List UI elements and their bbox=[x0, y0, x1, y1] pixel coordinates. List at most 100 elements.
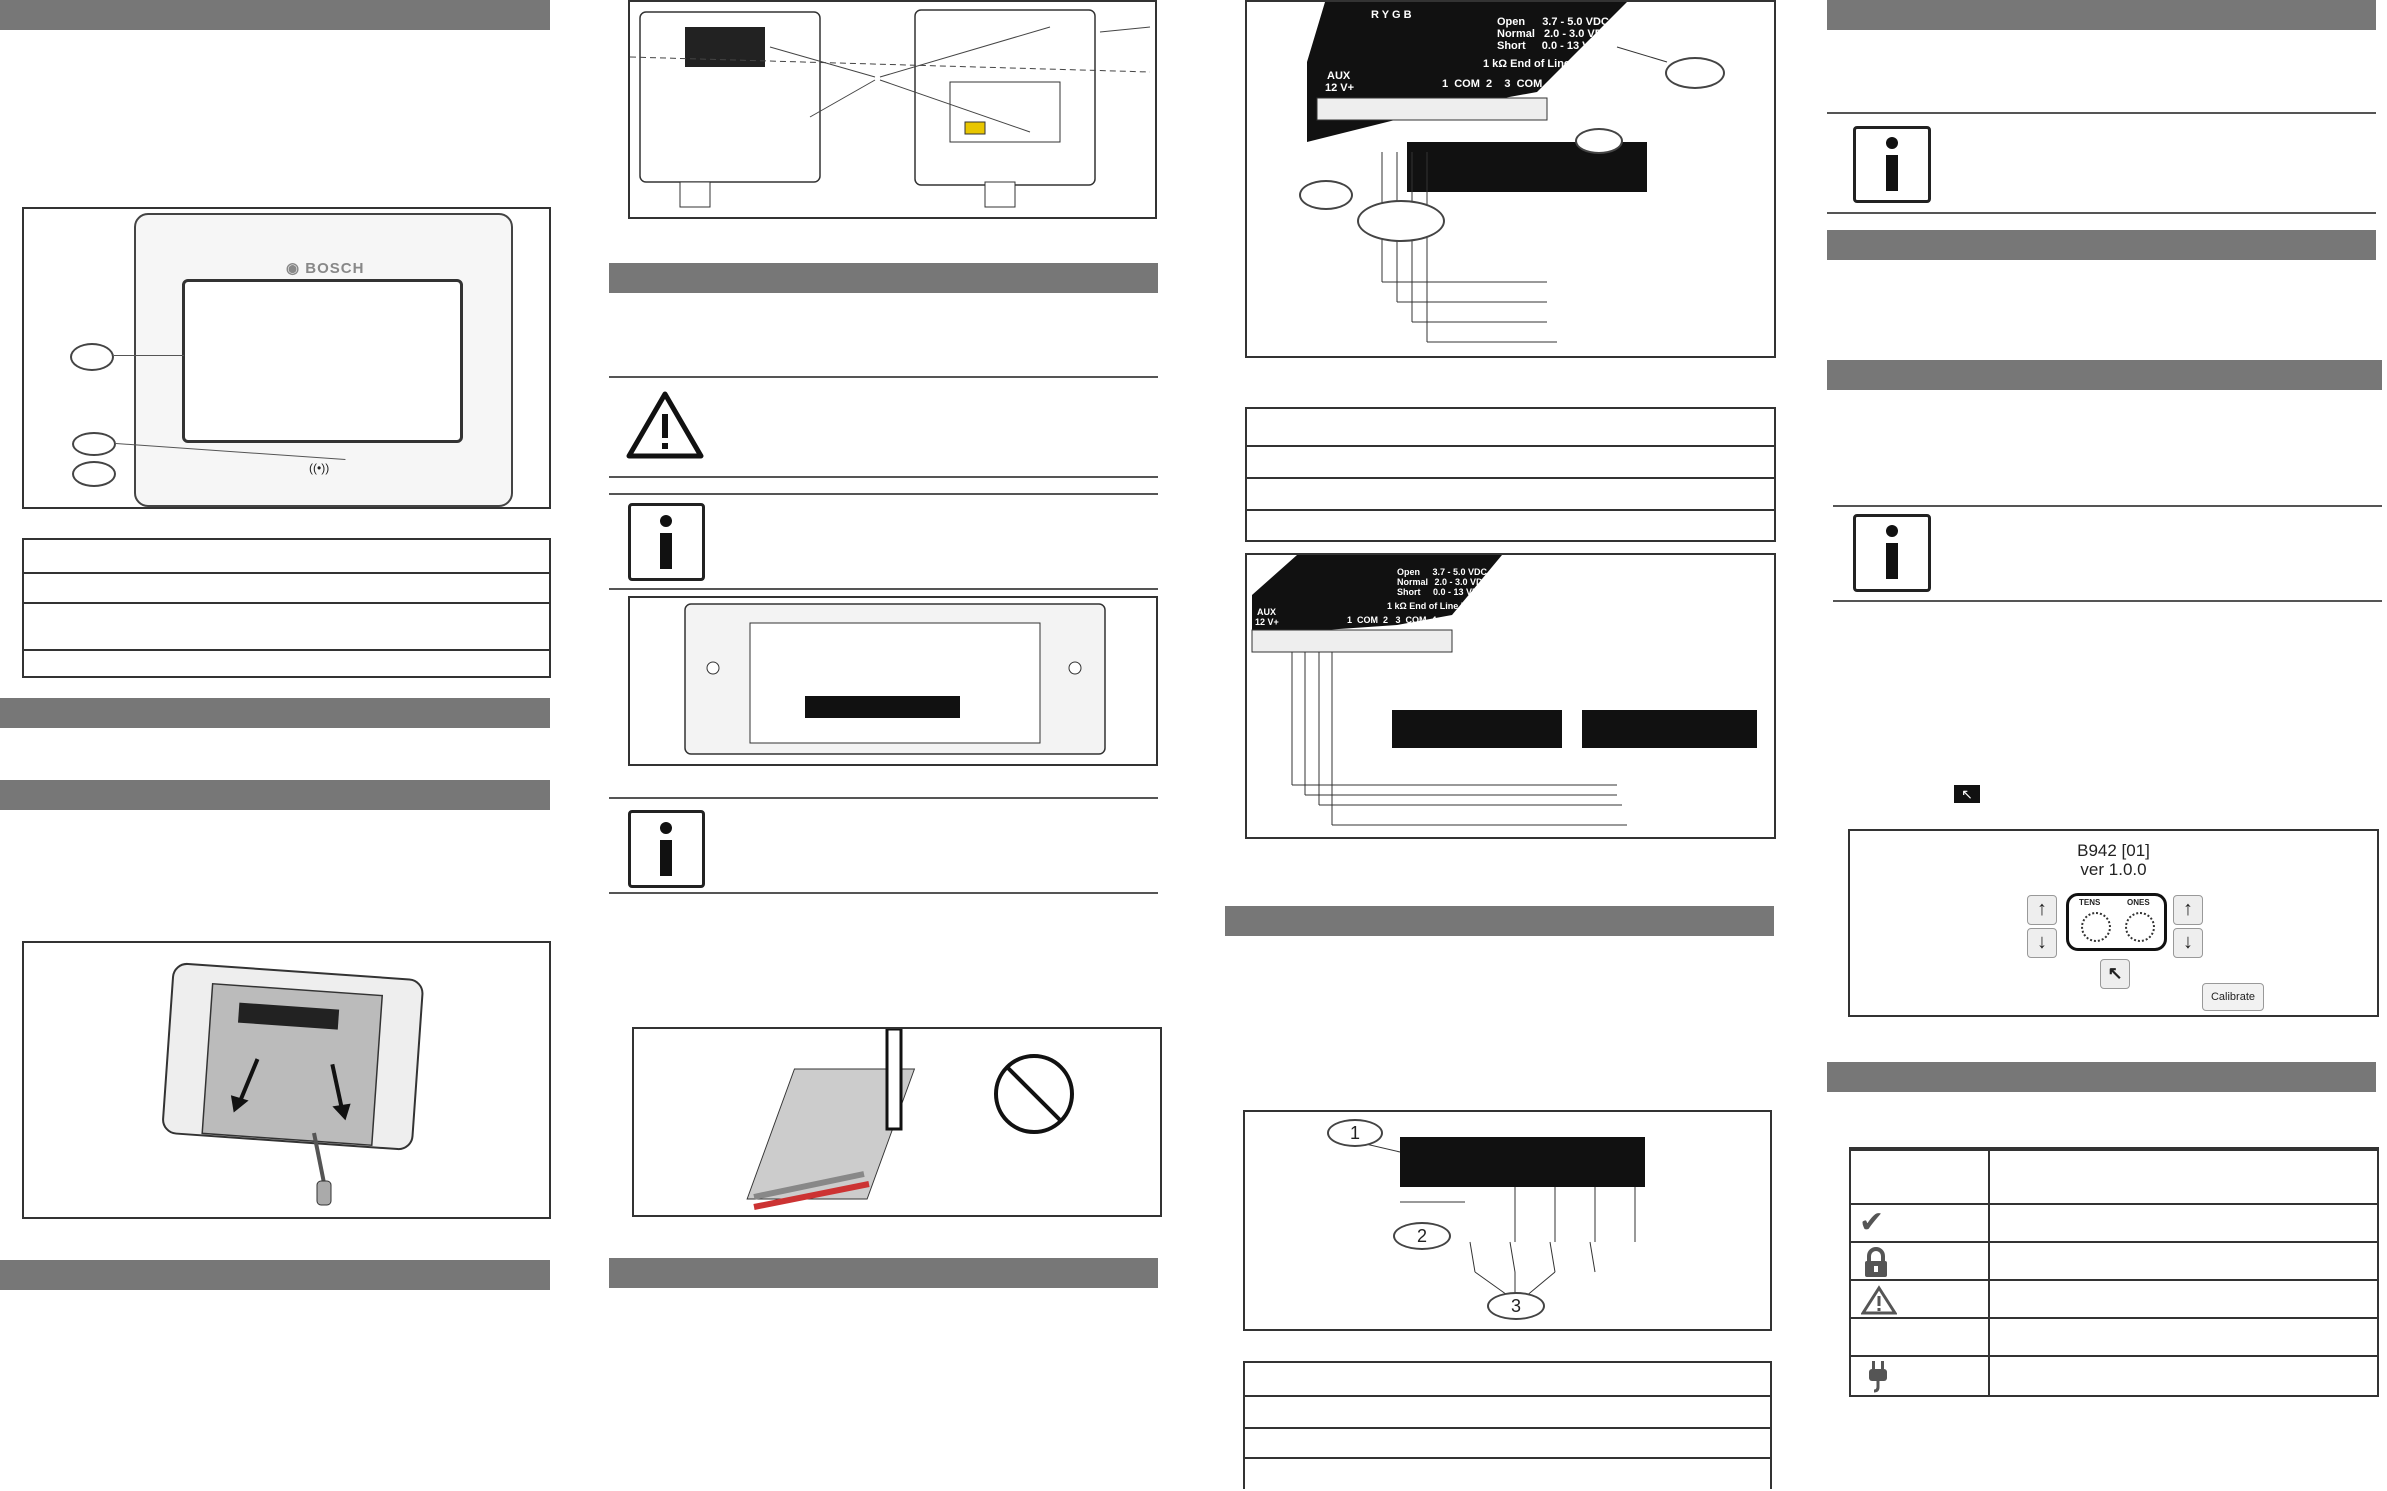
leader-line bbox=[114, 355, 184, 356]
wire-color-letters: R Y G B bbox=[1371, 9, 1412, 21]
terminal-plate-figure bbox=[628, 596, 1158, 766]
keypad-front-figure: ◉ BOSCH ((•)) bbox=[22, 207, 551, 509]
eol-resistor-label: 1 kΩ End of Line Resistor bbox=[1483, 58, 1618, 70]
table-row bbox=[1245, 1395, 1770, 1427]
callout-number: 1 bbox=[1349, 1123, 1360, 1143]
io-wiring-drawing bbox=[1339, 1137, 1645, 1298]
rfid-icon: ((•)) bbox=[309, 461, 330, 475]
voltage-short-value: 0.0 - 13 VDC bbox=[1541, 40, 1606, 52]
voltage-short: Short 0.0 - 13 VDC bbox=[1497, 40, 1605, 52]
status-icon-table: ✔ bbox=[1849, 1147, 2379, 1397]
table-row bbox=[24, 572, 549, 602]
check-icon: ✔ bbox=[1859, 1206, 1885, 1239]
aux-voltage-label: 12 V+ bbox=[1255, 617, 1279, 627]
section-header-bar bbox=[0, 0, 550, 30]
mounting-drawing bbox=[630, 9, 1151, 208]
voltage-normal: Normal 2.0 - 3.0 VDC bbox=[1497, 28, 1611, 40]
table-row bbox=[1245, 1457, 1770, 1491]
voltage-normal-value: 2.0 - 3.0 VDC bbox=[1543, 28, 1611, 40]
calibrate-button[interactable]: Calibrate bbox=[2202, 983, 2264, 1011]
info-icon bbox=[1853, 126, 1931, 203]
spec-table-2 bbox=[1245, 407, 1776, 542]
spec-table-1 bbox=[22, 538, 551, 678]
spec-table-3 bbox=[1243, 1361, 1772, 1489]
info-icon bbox=[628, 503, 705, 581]
voltage-short-value: 0.0 - 13 VDC bbox=[1433, 587, 1486, 597]
callout-1: 1 bbox=[1327, 1119, 1383, 1147]
dialog-version: ver 1.0.0 bbox=[2080, 860, 2147, 879]
callout-1 bbox=[1665, 57, 1725, 89]
table-row bbox=[1851, 1279, 2377, 1317]
table-row bbox=[24, 649, 549, 676]
baseplate-removal-figure bbox=[22, 941, 551, 1219]
voltage-normal-label: Normal bbox=[1497, 28, 1535, 40]
section-header-bar bbox=[1827, 0, 2376, 30]
tens-down-button[interactable]: ↓ bbox=[2027, 928, 2057, 958]
table-row bbox=[1245, 1427, 1770, 1457]
cursor-button[interactable]: ↖ bbox=[2100, 959, 2130, 989]
com-terminal-labels: 1 COM 2 3 COM 4 5 COM bbox=[1347, 615, 1476, 625]
voltage-normal: Normal 2.0 - 3.0 VDC bbox=[1397, 577, 1489, 587]
callout-1 bbox=[70, 343, 114, 371]
table-row bbox=[1247, 477, 1774, 509]
wiring-panel-shape bbox=[1251, 555, 1757, 826]
baseplate-drawing bbox=[162, 962, 424, 1206]
section-header-bar bbox=[1827, 230, 2376, 260]
voltage-open: Open 3.7 - 5.0 VDC bbox=[1497, 16, 1609, 28]
callout-3 bbox=[72, 461, 116, 487]
column-divider bbox=[1988, 1149, 1990, 1395]
section-header-bar bbox=[0, 780, 550, 810]
table-row bbox=[24, 602, 549, 649]
notice-rule bbox=[1833, 505, 2382, 507]
warning-icon bbox=[626, 390, 704, 460]
ones-label: ONES bbox=[2127, 898, 2150, 907]
voltage-open: Open 3.7 - 5.0 VDC bbox=[1397, 567, 1487, 577]
voltage-normal-value: 2.0 - 3.0 VDC bbox=[1434, 577, 1490, 587]
io-wiring-figure: 1 2 3 bbox=[1243, 1110, 1772, 1331]
table-row bbox=[1247, 445, 1774, 477]
terminal-plate-drawing bbox=[684, 603, 1106, 755]
bosch-logo: ◉ BOSCH bbox=[286, 259, 364, 277]
section-header-bar bbox=[0, 1260, 550, 1290]
ones-down-button[interactable]: ↓ bbox=[2173, 928, 2203, 958]
notice-rule bbox=[1827, 212, 2376, 214]
tens-label: TENS bbox=[2079, 898, 2101, 907]
ones-dial bbox=[2125, 912, 2155, 942]
eol-resistor-label: 1 kΩ End of Line Resistor bbox=[1387, 601, 1497, 611]
notice-rule bbox=[1833, 600, 2382, 602]
voltage-open-value: 3.7 - 5.0 VDC bbox=[1432, 567, 1488, 577]
aux-label: AUX bbox=[1327, 70, 1351, 82]
table-row: ✔ bbox=[1851, 1203, 2377, 1241]
wiring-panel-shape bbox=[1307, 2, 1668, 343]
cursor-icon: ↖ bbox=[1954, 785, 1980, 803]
table-row bbox=[1245, 1363, 1770, 1395]
table-row bbox=[1851, 1241, 2377, 1279]
voltage-open-label: Open bbox=[1397, 567, 1421, 577]
bosch-logo-text: BOSCH bbox=[305, 260, 365, 277]
table-row bbox=[1851, 1355, 2377, 1395]
table-row bbox=[24, 540, 549, 572]
wire-insertion-figure bbox=[632, 1027, 1162, 1217]
touch-screen bbox=[182, 279, 463, 443]
address-switch: TENS ONES bbox=[2066, 893, 2167, 951]
table-row bbox=[1851, 1317, 2377, 1355]
dialog-title: B942 [01] bbox=[2077, 841, 2150, 860]
tens-up-button[interactable]: ↑ bbox=[2027, 895, 2057, 925]
com-terminal-labels: 1 COM 2 3 COM 4 5 COM bbox=[1442, 78, 1605, 90]
table-row bbox=[1247, 509, 1774, 542]
voltage-open-value: 3.7 - 5.0 VDC bbox=[1542, 16, 1609, 28]
wiring-diagram-1: R Y G B Open 3.7 - 5.0 VDC Normal 2.0 - … bbox=[1245, 0, 1776, 358]
table-row bbox=[1851, 1149, 2377, 1203]
wiring-diagram-2: Open 3.7 - 5.0 VDC Normal 2.0 - 3.0 VDC … bbox=[1245, 553, 1776, 839]
notice-rule bbox=[609, 493, 1158, 495]
section-header-bar bbox=[1827, 360, 2382, 390]
callout-3: 3 bbox=[1487, 1292, 1545, 1320]
notice-rule bbox=[609, 588, 1158, 590]
table-row bbox=[1247, 409, 1774, 445]
mounting-figure bbox=[628, 0, 1157, 219]
ones-up-button[interactable]: ↑ bbox=[2173, 895, 2203, 925]
section-header-bar bbox=[1225, 906, 1774, 936]
callout-3 bbox=[1299, 180, 1353, 210]
callout-number: 3 bbox=[1510, 1296, 1521, 1316]
address-dialog: B942 [01] ver 1.0.0 ↑ ↓ TENS ONES ↑ ↓ ↖ … bbox=[1848, 829, 2379, 1017]
